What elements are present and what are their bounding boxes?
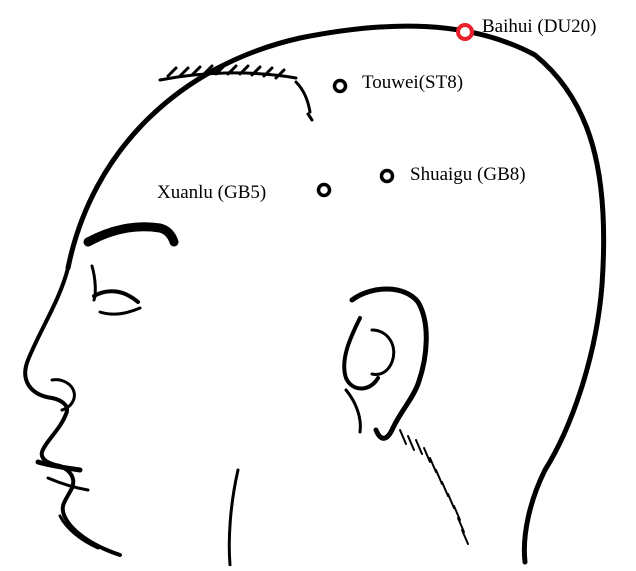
touwei-label: Touwei(ST8): [362, 72, 463, 93]
ear-canal: [346, 390, 360, 432]
baihui-label: Baihui (DU20): [482, 16, 597, 37]
lower-lip: [48, 478, 88, 490]
xuanlu-label: Xuanlu (GB5): [157, 182, 266, 203]
lips: [38, 462, 80, 470]
face-profile: [25, 268, 120, 555]
neck-front-line: [229, 470, 238, 565]
ear-outer: [352, 289, 426, 438]
hairline: [160, 66, 312, 120]
eye-upper: [94, 291, 138, 302]
skull-outline: [68, 26, 604, 562]
neck-hair-hatching: [400, 430, 468, 544]
shuaigu-label: Shuaigu (GB8): [410, 164, 526, 185]
ear-fold: [372, 330, 394, 375]
touwei-point: [335, 81, 346, 92]
xuanlu-point: [319, 185, 330, 196]
baihui-point: [458, 25, 472, 39]
eye-lower: [100, 308, 140, 314]
shuaigu-point: [382, 171, 393, 182]
eyebrow: [88, 227, 174, 242]
